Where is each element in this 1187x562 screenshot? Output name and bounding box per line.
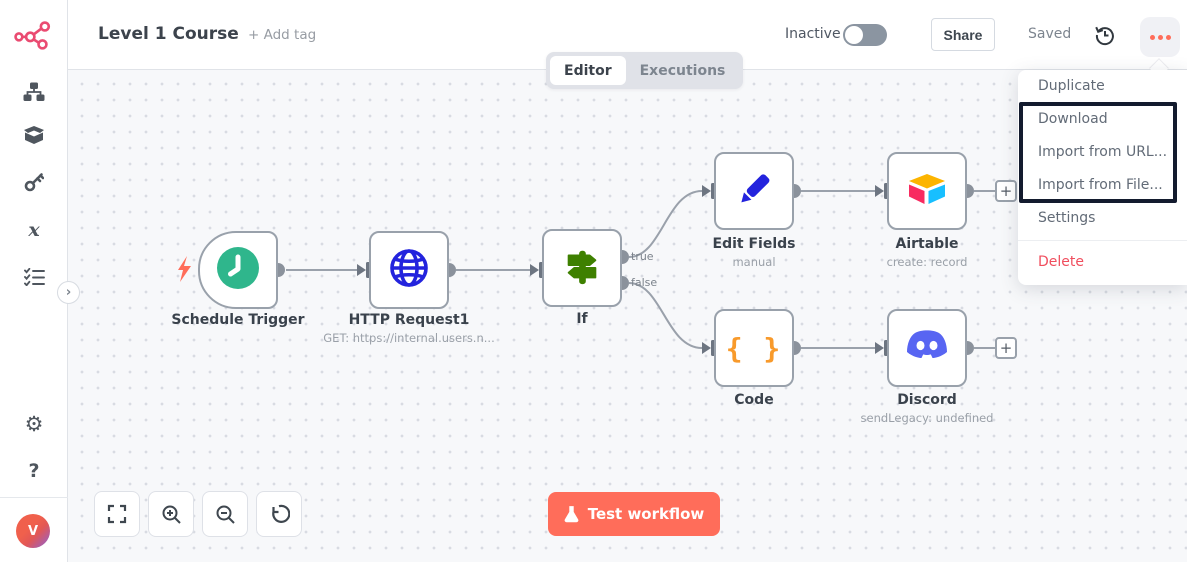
node-discord[interactable] — [887, 309, 967, 387]
menu-item-delete[interactable]: Delete — [1038, 254, 1084, 270]
variables-x-icon: x — [28, 219, 40, 241]
fit-view-icon — [107, 504, 127, 524]
node-schedule-trigger[interactable] — [198, 231, 278, 309]
sidebar-item-templates[interactable] — [0, 122, 68, 148]
zoom-in-button[interactable] — [148, 491, 194, 537]
branch-label-false: false — [631, 276, 658, 289]
avatar-initial: V — [27, 523, 39, 539]
key-icon — [24, 173, 44, 192]
branch-label-true: true — [631, 250, 654, 263]
test-workflow-button[interactable]: Test workflow — [548, 492, 720, 536]
zoom-out-button[interactable] — [202, 491, 248, 537]
sidebar-item-help[interactable]: ? — [0, 458, 68, 484]
gear-icon: ⚙ — [24, 412, 44, 436]
workflow-canvas[interactable] — [68, 70, 1187, 562]
node-airtable[interactable] — [887, 152, 967, 230]
menu-item-settings[interactable]: Settings — [1038, 210, 1096, 226]
add-node-button-discord[interactable]: + — [995, 337, 1017, 359]
globe-icon — [386, 245, 432, 295]
menu-item-download[interactable]: Download — [1038, 111, 1108, 127]
saved-status: Saved — [1028, 26, 1072, 42]
pencil-icon — [733, 168, 775, 214]
menu-item-import-url[interactable]: Import from URL... — [1038, 144, 1168, 160]
node-code[interactable]: { } — [714, 309, 794, 387]
sidebar-item-workflows[interactable] — [0, 79, 68, 105]
editor-executions-tabs: Editor Executions — [546, 52, 744, 89]
node-http-request[interactable] — [369, 231, 449, 309]
left-sidebar: x ⚙ ? V — [0, 0, 68, 562]
reset-zoom-icon — [272, 504, 290, 523]
sidebar-item-executions[interactable] — [0, 264, 68, 290]
workflow-menu-button[interactable] — [1140, 17, 1180, 57]
version-history-button[interactable] — [1094, 24, 1118, 48]
ellipsis-icon — [1157, 34, 1163, 40]
test-workflow-label: Test workflow — [587, 505, 705, 523]
zoom-out-icon — [216, 505, 235, 524]
add-node-button-airtable[interactable]: + — [995, 180, 1017, 202]
ellipsis-icon — [1165, 34, 1171, 40]
node-if[interactable] — [542, 229, 622, 307]
zoom-in-icon — [162, 505, 181, 524]
sidebar-expand-button[interactable]: › — [57, 281, 80, 304]
tab-editor[interactable]: Editor — [550, 56, 626, 85]
ellipsis-icon — [1149, 34, 1155, 40]
discord-icon — [904, 328, 950, 368]
node-label-schedule: Schedule Trigger — [171, 312, 305, 328]
activation-status-label: Inactive — [785, 26, 841, 42]
menu-divider — [1018, 240, 1187, 241]
sidebar-item-variables[interactable]: x — [0, 217, 68, 243]
node-label-code: Code — [734, 392, 774, 408]
flask-icon — [564, 505, 579, 522]
n8n-logo-icon[interactable] — [13, 19, 55, 55]
airtable-icon — [905, 169, 949, 213]
avatar[interactable]: V — [16, 514, 50, 548]
workflow-dropdown-menu: Duplicate Download Import from URL... Im… — [1018, 70, 1187, 285]
checklist-icon — [23, 268, 45, 286]
signpost-icon — [561, 245, 603, 291]
sidebar-item-settings[interactable]: ⚙ — [0, 411, 68, 437]
menu-item-import-file[interactable]: Import from File... — [1038, 177, 1163, 193]
share-button[interactable]: Share — [931, 18, 995, 51]
toggle-knob — [845, 26, 863, 44]
trigger-bolt-icon — [176, 256, 192, 287]
node-label-if: If — [576, 311, 588, 327]
tab-executions[interactable]: Executions — [639, 62, 726, 79]
question-icon: ? — [28, 460, 40, 482]
clock-icon — [216, 246, 260, 294]
curly-braces-icon: { } — [725, 331, 783, 365]
add-tag-button[interactable]: + Add tag — [248, 27, 317, 43]
sidebar-item-credentials[interactable] — [0, 169, 68, 195]
chevron-right-icon: › — [65, 285, 72, 300]
activation-toggle[interactable] — [843, 24, 887, 46]
fit-view-button[interactable] — [94, 491, 140, 537]
sitemap-icon — [23, 82, 45, 101]
package-icon — [24, 125, 44, 144]
history-clock-icon — [1095, 26, 1114, 46]
menu-item-duplicate[interactable]: Duplicate — [1038, 78, 1105, 94]
workflow-title[interactable]: Level 1 Course — [98, 24, 239, 44]
node-edit-fields[interactable] — [714, 152, 794, 230]
sidebar-divider — [0, 497, 68, 498]
reset-zoom-button[interactable] — [256, 491, 302, 537]
